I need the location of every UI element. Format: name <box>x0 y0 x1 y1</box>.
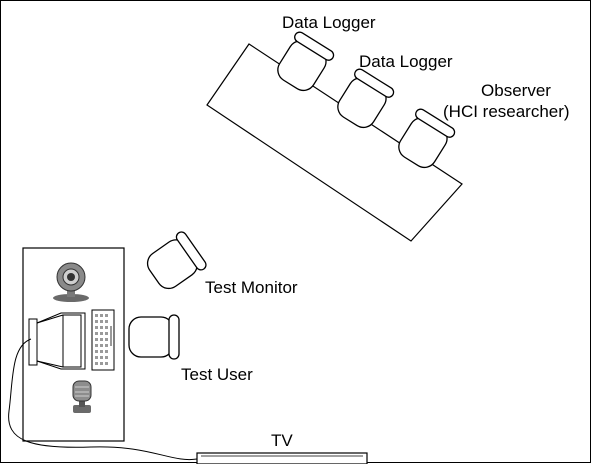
observer-role-label: (HCI researcher) <box>443 102 570 121</box>
microphone-icon <box>72 380 92 413</box>
webcam-icon <box>53 262 89 302</box>
keyboard-icon <box>91 309 115 371</box>
data-logger-label-2: Data Logger <box>359 52 453 71</box>
tv <box>196 452 368 464</box>
chair-icon <box>141 229 209 296</box>
monitor-icon <box>28 312 86 370</box>
test-user-label: Test User <box>181 365 253 384</box>
data-logger-label-1: Data Logger <box>282 13 376 32</box>
chair-icon <box>128 314 180 360</box>
test-monitor-label: Test Monitor <box>205 278 298 297</box>
observer-label: Observer <box>481 81 551 100</box>
observer-table <box>206 43 463 242</box>
tv-label: TV <box>271 431 293 450</box>
cable <box>8 338 198 461</box>
